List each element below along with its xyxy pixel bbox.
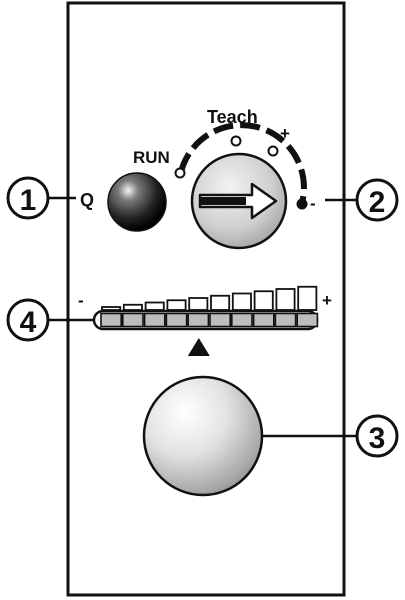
knob-minus-label: - — [310, 194, 316, 213]
mode-selector-knob[interactable] — [190, 152, 288, 250]
scale-step — [275, 288, 296, 311]
callout-4-number: 4 — [20, 306, 37, 339]
scale-step — [144, 301, 165, 311]
callout-1-number: 1 — [20, 184, 37, 217]
bar-minus-label: - — [78, 291, 84, 310]
scale-step — [253, 290, 274, 311]
scale-step — [166, 299, 187, 311]
teach-label: Teach — [207, 107, 258, 127]
right-arrow-icon — [198, 182, 278, 220]
scale-step — [210, 294, 231, 311]
led-segment — [165, 312, 188, 328]
callout-2: 2 — [355, 178, 399, 222]
scale-step — [297, 285, 318, 311]
position-dot-teach — [230, 135, 242, 147]
scale-step — [101, 306, 122, 311]
scale-step — [188, 297, 209, 311]
teach-push-button[interactable] — [142, 375, 264, 497]
callout-2-number: 2 — [369, 186, 386, 219]
position-dot-run — [174, 167, 186, 179]
run-label: RUN — [133, 148, 170, 167]
mode-selector-scale — [174, 122, 308, 210]
callout-1: 1 — [6, 176, 50, 220]
callout-3: 3 — [355, 414, 399, 458]
q-label: Q — [80, 190, 94, 210]
led-segment — [209, 312, 232, 328]
led-segment — [231, 312, 253, 328]
scale-step — [122, 303, 143, 311]
position-dot-minus — [296, 198, 308, 210]
led-segment — [100, 312, 123, 328]
led-segment — [143, 312, 166, 328]
status-led — [107, 172, 167, 232]
led-segment — [274, 312, 297, 328]
triangle-up-icon — [187, 338, 210, 356]
led-segment — [296, 312, 319, 328]
led-segment — [252, 312, 275, 328]
led-bar-segments — [100, 312, 319, 328]
bar-plus-label: + — [322, 291, 332, 310]
led-segment — [187, 312, 210, 328]
led-segment — [122, 312, 144, 328]
callout-3-number: 3 — [369, 422, 386, 455]
scale-step — [231, 292, 252, 311]
knob-plus-label: + — [280, 124, 290, 143]
callout-4: 4 — [6, 298, 50, 342]
position-dot-plus — [267, 145, 279, 157]
